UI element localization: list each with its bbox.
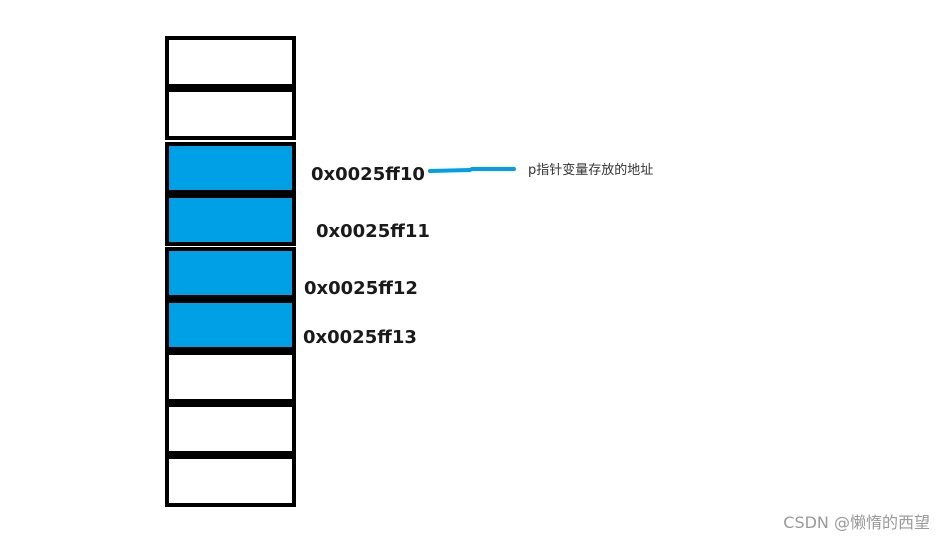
watermark: CSDN @懒惰的西望	[783, 513, 930, 532]
address-label-0: 0x0025ff10	[311, 164, 425, 185]
pointer-line	[428, 167, 516, 173]
memory-cell	[165, 403, 296, 455]
memory-cell	[165, 351, 296, 403]
memory-cell	[165, 36, 296, 88]
memory-cell	[165, 88, 296, 140]
address-label-3: 0x0025ff13	[303, 327, 417, 348]
address-label-2: 0x0025ff12	[304, 278, 418, 299]
memory-cell-highlighted	[165, 142, 296, 194]
address-label-1: 0x0025ff11	[316, 221, 430, 242]
memory-cell	[165, 455, 296, 507]
memory-cells	[165, 36, 296, 507]
memory-cell-highlighted	[165, 194, 296, 246]
memory-cell-highlighted	[165, 247, 296, 299]
memory-cell-highlighted	[165, 299, 296, 351]
pointer-annotation: p指针变量存放的地址	[528, 163, 654, 178]
